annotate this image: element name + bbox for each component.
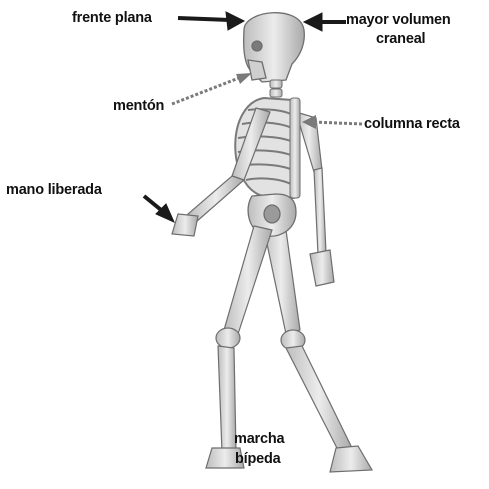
arrow-mayor-volumen [304,13,346,31]
cervical-spine [270,80,282,97]
label-frente-plana: frente plana [72,10,152,27]
back-arm [296,112,334,286]
label-mano-liberada: mano liberada [6,182,102,199]
spine [290,98,300,198]
label-bipeda: bípeda [235,451,281,468]
label-craneal: craneal [376,31,425,48]
label-mayor-volumen: mayor volumen [346,12,451,29]
label-columna-recta: columna recta [364,116,460,133]
arrow-menton [172,73,252,104]
arrow-mano-liberada [144,196,174,222]
label-menton: mentón [113,98,164,115]
label-marcha: marcha [234,431,284,448]
skull [244,13,305,82]
arrow-frente-plana [178,12,244,30]
